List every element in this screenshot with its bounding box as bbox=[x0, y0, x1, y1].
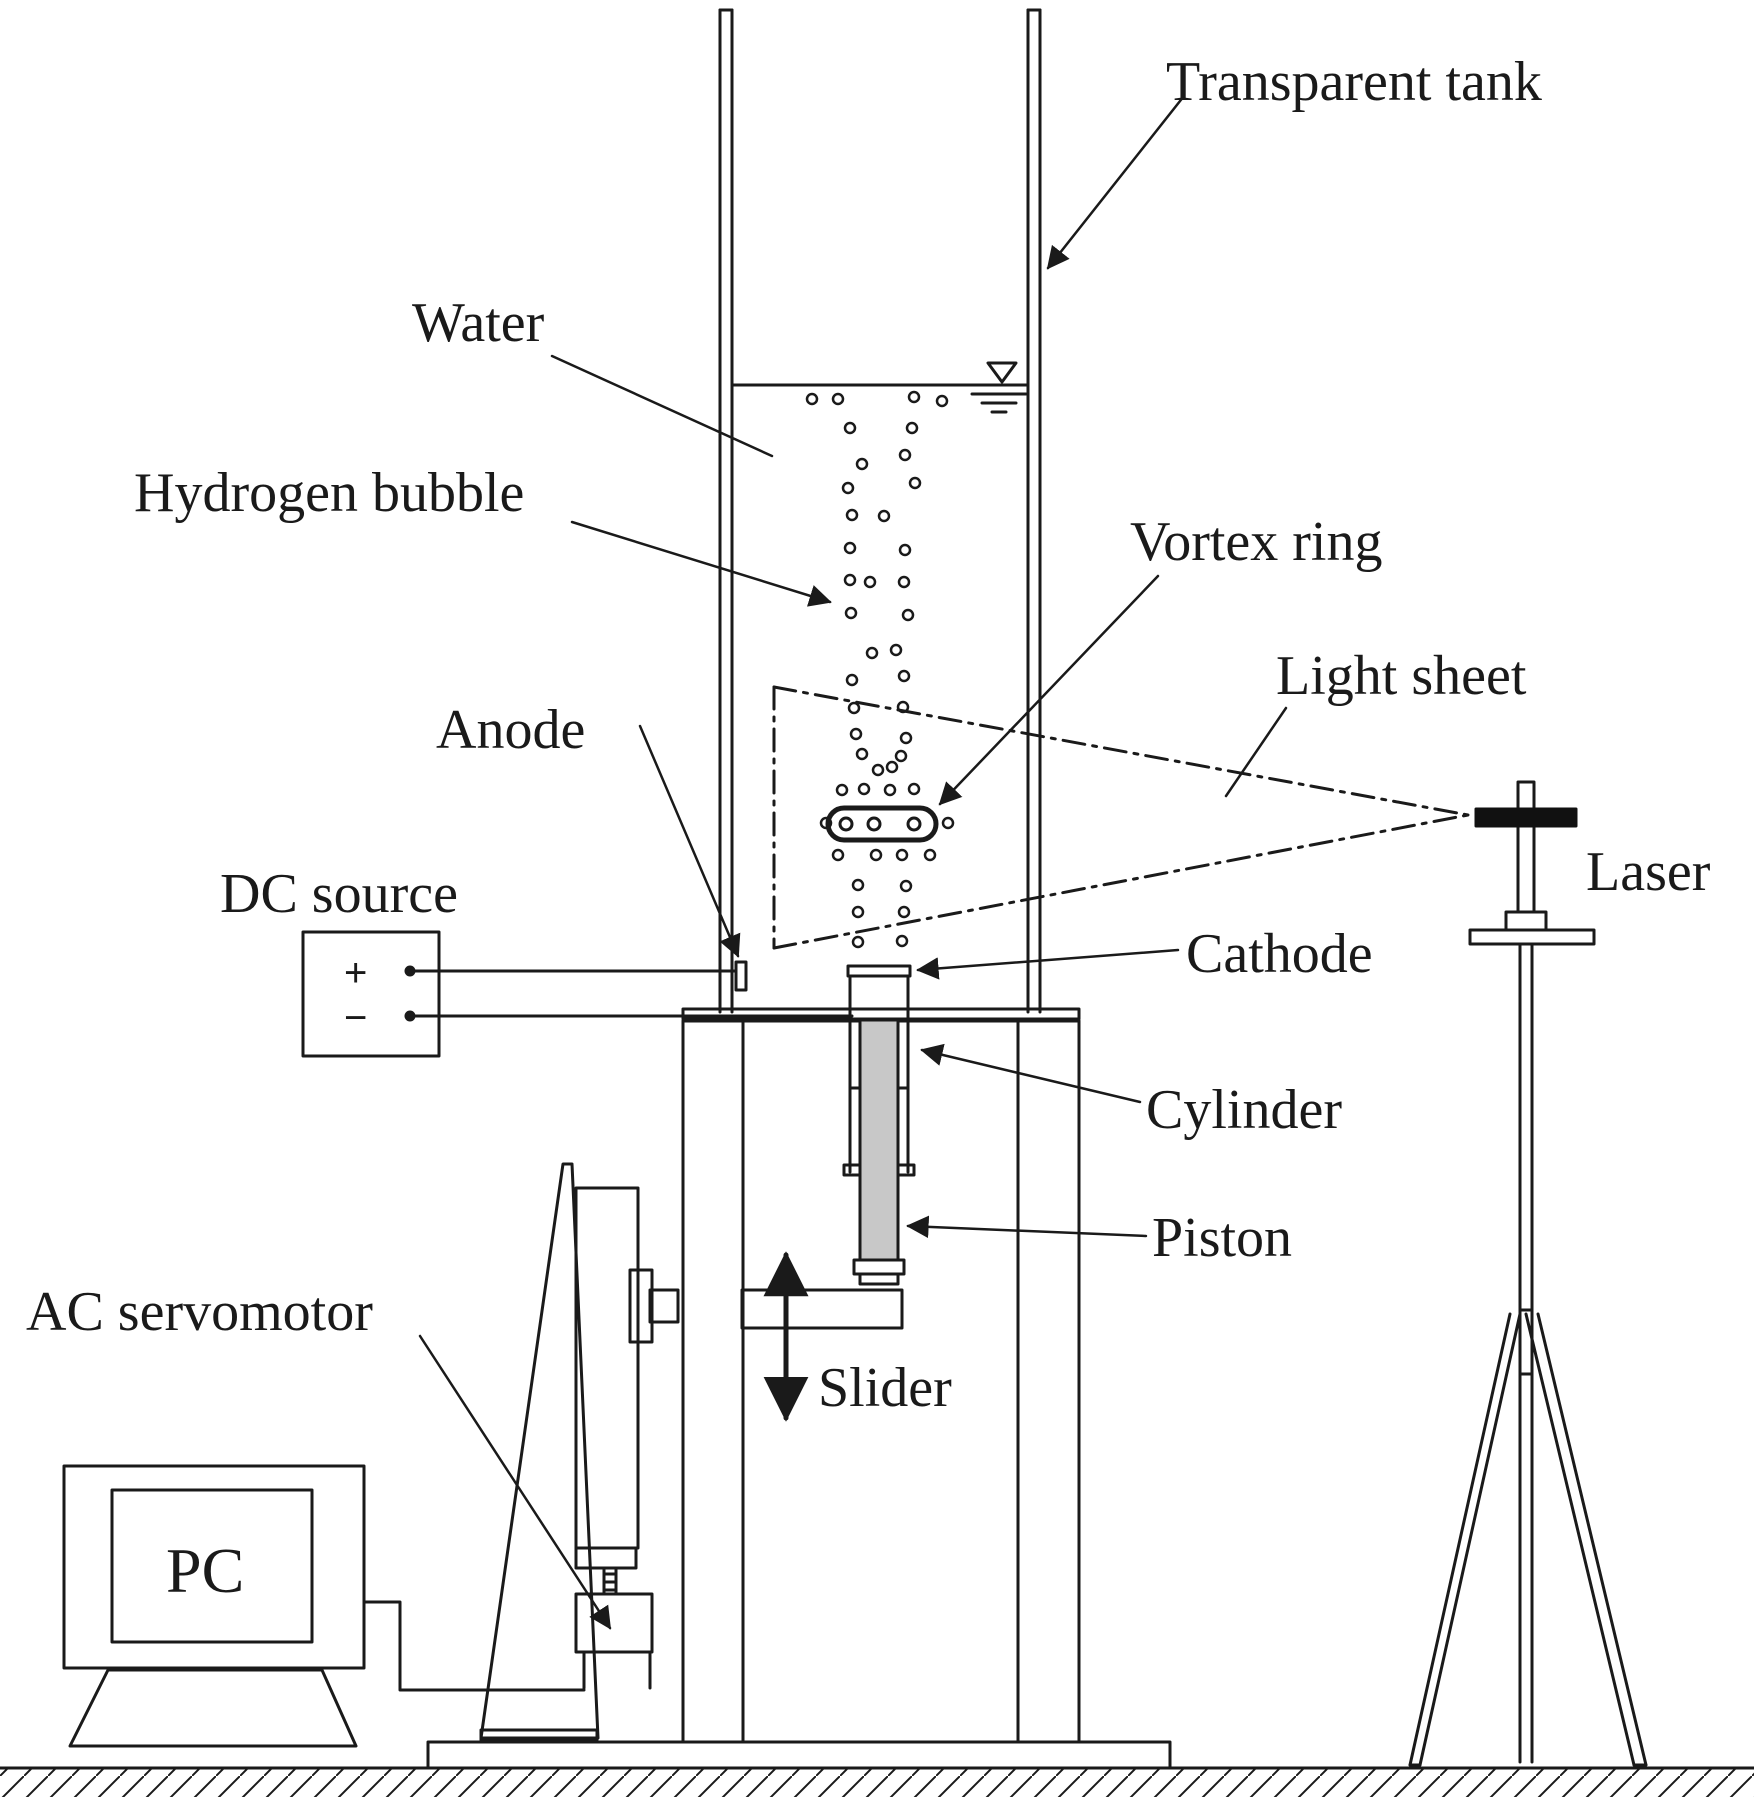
slider bbox=[740, 1251, 904, 1422]
dc-source bbox=[301, 930, 854, 1058]
leader-lines bbox=[418, 94, 1288, 1630]
support-frame bbox=[426, 1007, 1172, 1770]
anode bbox=[734, 960, 748, 992]
laser-stand bbox=[1408, 780, 1648, 1767]
dc-minus-terminal: − bbox=[344, 996, 367, 1040]
label-slider: Slider bbox=[818, 1357, 952, 1419]
label-vortex-ring: Vortex ring bbox=[1130, 511, 1383, 573]
label-ac-servomotor: AC servomotor bbox=[26, 1281, 373, 1343]
label-cylinder: Cylinder bbox=[1146, 1079, 1342, 1141]
pc-cable bbox=[362, 1600, 586, 1692]
water-surface bbox=[730, 361, 1030, 414]
label-light-sheet: Light sheet bbox=[1276, 645, 1527, 707]
light-sheet bbox=[772, 685, 1470, 950]
label-piston: Piston bbox=[1152, 1207, 1292, 1269]
pc-computer bbox=[62, 1464, 586, 1748]
ground bbox=[0, 1766, 1754, 1797]
label-pc: PC bbox=[166, 1535, 244, 1606]
transparent-tank bbox=[718, 8, 1042, 1014]
label-water: Water bbox=[412, 292, 545, 354]
label-transparent-tank: Transparent tank bbox=[1166, 51, 1542, 113]
ac-servomotor bbox=[479, 1162, 680, 1742]
vortex-ring bbox=[825, 805, 939, 843]
label-cathode: Cathode bbox=[1186, 923, 1373, 985]
piston bbox=[852, 1018, 906, 1286]
label-hydrogen-bubble: Hydrogen bubble bbox=[134, 462, 524, 524]
label-anode: Anode bbox=[436, 699, 585, 761]
label-laser: Laser bbox=[1586, 841, 1711, 903]
dc-plus-terminal: + bbox=[344, 951, 367, 995]
hydrogen-bubbles bbox=[805, 390, 955, 949]
laser-head bbox=[1474, 807, 1578, 828]
label-dc-source: DC source bbox=[220, 863, 458, 925]
